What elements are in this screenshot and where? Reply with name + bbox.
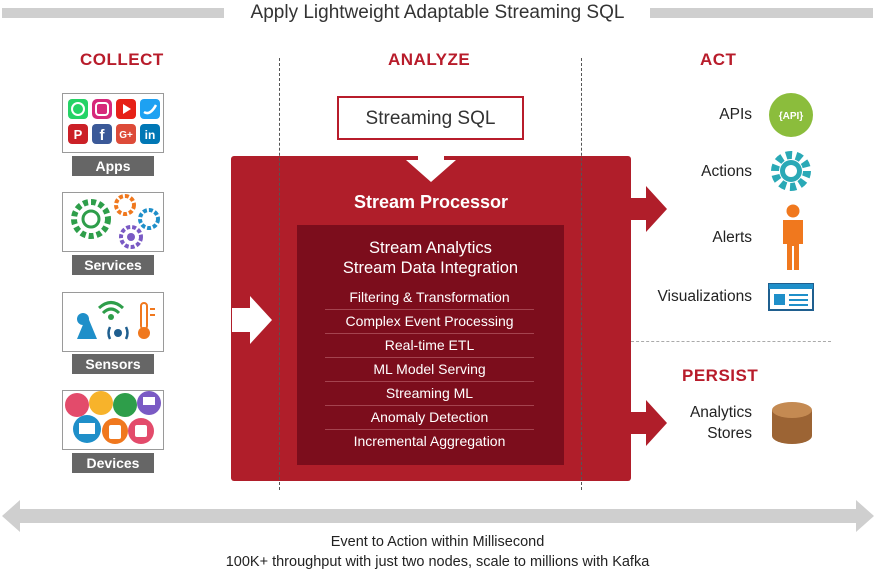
analytics-stores-label-1: Analytics bbox=[689, 404, 752, 421]
feature-item: Filtering & Transformation bbox=[325, 286, 534, 310]
analytics-panel bbox=[297, 225, 564, 465]
database-icon bbox=[772, 402, 812, 444]
sensors-label: Sensors bbox=[72, 354, 154, 374]
inner-title-2: Stream Data Integration bbox=[342, 259, 519, 277]
devices-icon bbox=[65, 391, 161, 444]
devices-label: Devices bbox=[72, 453, 154, 473]
feature-item: Real-time ETL bbox=[325, 334, 534, 358]
footer-line-1: Event to Action within Millisecond bbox=[330, 534, 545, 550]
alerts-label: Alerts bbox=[712, 229, 752, 246]
gear-icon bbox=[771, 151, 811, 191]
analytics-stores-label-2: Stores bbox=[707, 425, 752, 442]
feature-item: Incremental Aggregation bbox=[353, 433, 506, 449]
sensors-card bbox=[62, 292, 164, 352]
apps-label: Apps bbox=[72, 156, 154, 176]
apps-card: P f G+ in bbox=[62, 93, 164, 153]
svg-text:G+: G+ bbox=[119, 130, 133, 141]
api-icon: {API} bbox=[769, 93, 813, 137]
feature-item: Complex Event Processing bbox=[325, 310, 534, 334]
dashboard-icon bbox=[768, 283, 814, 311]
stream-processor-title: Stream Processor bbox=[353, 192, 509, 212]
act-arrow-icon bbox=[630, 186, 667, 232]
feature-item: ML Model Serving bbox=[325, 358, 534, 382]
act-persist-divider bbox=[631, 341, 831, 342]
double-arrow-icon bbox=[2, 500, 874, 532]
page-title: Apply Lightweight Adaptable Streaming SQ… bbox=[250, 2, 625, 23]
act-heading: ACT bbox=[700, 50, 737, 69]
collect-heading: COLLECT bbox=[80, 50, 164, 69]
footer-line-2: 100K+ throughput with just two nodes, sc… bbox=[225, 554, 650, 570]
title-bar-right bbox=[650, 8, 873, 18]
persist-heading: PERSIST bbox=[682, 366, 759, 385]
apis-label: APIs bbox=[719, 106, 752, 123]
svg-text:P: P bbox=[74, 127, 83, 142]
services-card bbox=[62, 192, 164, 252]
input-arrow-icon bbox=[232, 296, 272, 344]
api-icon-text: {API} bbox=[779, 111, 804, 122]
actions-label: Actions bbox=[701, 163, 752, 180]
streaming-sql-box: Streaming SQL bbox=[337, 96, 524, 140]
divider-left bbox=[279, 58, 280, 490]
title-bar-left bbox=[2, 8, 224, 18]
feature-item: Streaming ML bbox=[325, 382, 534, 406]
divider-right bbox=[581, 58, 582, 490]
devices-card bbox=[62, 390, 164, 450]
analyze-heading: ANALYZE bbox=[388, 50, 471, 69]
svg-text:in: in bbox=[145, 128, 156, 142]
gears-icon bbox=[71, 194, 160, 249]
persist-arrow-icon bbox=[630, 400, 667, 446]
feature-item: Anomaly Detection bbox=[325, 406, 534, 430]
visualizations-label: Visualizations bbox=[657, 288, 753, 305]
app-logos-icon: P f G+ in bbox=[68, 99, 160, 144]
sensors-icon bbox=[77, 301, 155, 340]
services-label: Services bbox=[72, 255, 154, 275]
down-arrow-icon bbox=[406, 140, 456, 182]
person-icon bbox=[783, 204, 803, 270]
inner-title-1: Stream Analytics bbox=[369, 239, 492, 257]
svg-text:f: f bbox=[100, 127, 106, 144]
